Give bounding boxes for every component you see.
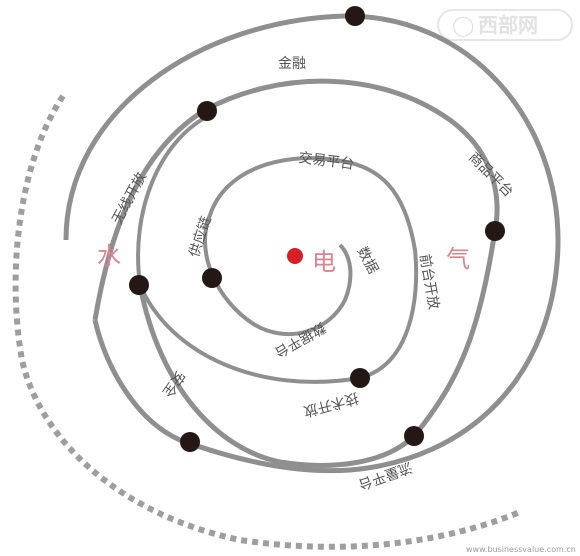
outer-dashed-arc (12, 94, 522, 550)
spiral-dot (485, 221, 505, 241)
center-dot (287, 248, 303, 264)
middle-spiral-ring (92, 78, 500, 468)
inner-spiral-ring (136, 113, 419, 384)
label-data-platform: 数据平台 (272, 319, 328, 361)
label-supply-chain: 供应链 (186, 214, 215, 259)
spiral-dot (180, 432, 200, 452)
label-commodity-platform: 商品平台 (465, 150, 516, 201)
spiral-dot (350, 368, 370, 388)
spiral-dot (129, 275, 149, 295)
label-gas: 气 (446, 245, 470, 273)
spiral-dot (197, 101, 217, 121)
label-data: 数据 (353, 244, 380, 276)
label-open-wireless: 无线开放 (109, 170, 149, 227)
watermark-text: 西部网 (478, 13, 538, 37)
spiral-dot (404, 426, 424, 446)
spiral-dots (129, 6, 505, 452)
label-trading-platform: 交易平台 (298, 149, 356, 173)
watermark-logo: ◯ 西部网 (437, 9, 573, 41)
center-label: 电 (312, 248, 336, 276)
label-front-open: 前台开放 (416, 253, 442, 311)
watermark-url: www.businessvalue.com.cn (466, 545, 576, 554)
spiral-dot (202, 268, 222, 288)
label-technology-open: 技术开放 (302, 389, 360, 419)
svg-text:◯: ◯ (452, 13, 474, 37)
spiral-dot (345, 6, 365, 26)
label-financing: 金融 (278, 56, 306, 72)
label-water: 水 (97, 242, 121, 270)
